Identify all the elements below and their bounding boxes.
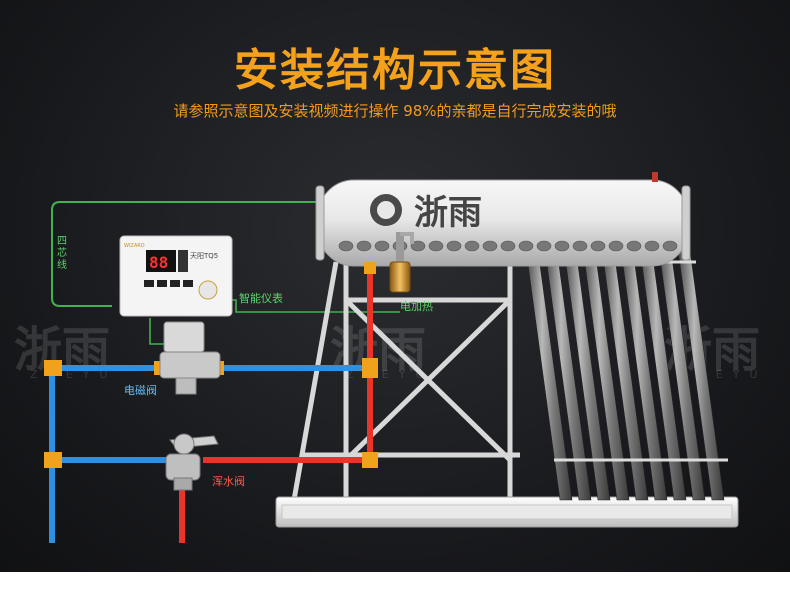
valve-wire <box>150 318 165 344</box>
bottom-margin <box>0 572 790 602</box>
controller-graphic: 88 WIZARD 天阳TQ5 <box>120 236 232 316</box>
water-tank <box>318 180 688 266</box>
controller-brand-top: WIZARD <box>124 243 145 249</box>
heater-probe <box>396 232 404 266</box>
heater-body <box>390 262 410 292</box>
installation-diagram: 浙雨 <box>0 0 790 572</box>
support-frame <box>294 260 550 500</box>
tank-brand-text: 浙雨 <box>414 193 482 233</box>
solenoid-valve-label: 电磁阀 <box>124 382 157 398</box>
controller-model: 天阳TQ5 <box>190 251 218 260</box>
solenoid-valve-graphic <box>160 322 220 394</box>
diagram-stage: 安装结构示意图 请参照示意图及安装视频进行操作 98%的亲都是自行完成安装的哦 … <box>0 0 790 572</box>
vacuum-tubes <box>526 250 724 500</box>
mixing-valve-label: 浑水阀 <box>212 473 245 489</box>
controller-display: 88 <box>149 253 168 272</box>
signal-wire-label: 四芯线 <box>56 236 68 272</box>
smart-meter-label: 智能仪表 <box>239 290 283 306</box>
electric-heater-label: 电加热 <box>400 298 433 314</box>
